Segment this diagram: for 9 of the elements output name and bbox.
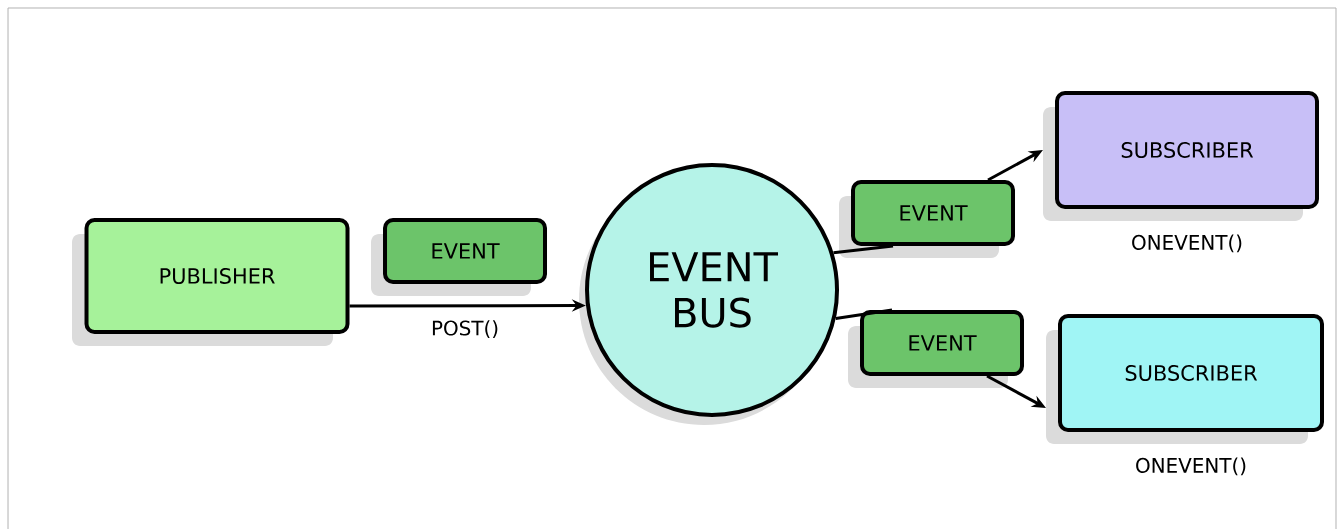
event-box: EVENT xyxy=(839,180,1015,258)
publisher-box: PUBLISHER xyxy=(72,218,350,346)
event-box: EVENT xyxy=(848,310,1024,388)
method-label: ONEVENT() xyxy=(1136,457,1246,476)
event-box: EVENT xyxy=(371,218,547,296)
subscriber-box: SUBSCRIBER xyxy=(1046,314,1324,444)
method-label: ONEVENT() xyxy=(1132,234,1242,253)
subscriber-box: SUBSCRIBER xyxy=(1043,91,1319,221)
edge-label: POST() xyxy=(432,320,498,338)
